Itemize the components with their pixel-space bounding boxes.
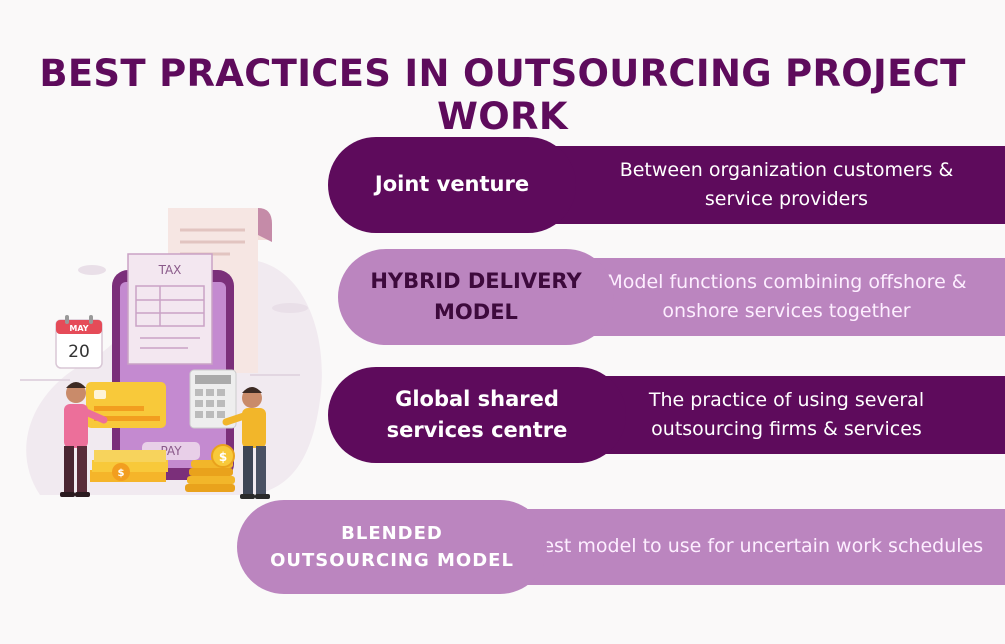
coin-stack-icon: $ <box>185 444 235 492</box>
practice-name: Joint venture <box>328 137 576 233</box>
page-title: BEST PRACTICES IN OUTSOURCING PROJECT WO… <box>39 52 966 138</box>
calculator-icon <box>189 369 237 429</box>
practice-hybrid-delivery-model: Model functions combining offshore & ons… <box>338 249 1005 345</box>
outsourcing-payment-illustration: TAX PAY MAY 20 <box>20 208 322 499</box>
cash-dollar-symbol: $ <box>118 468 125 479</box>
calendar-month: MAY <box>69 324 88 333</box>
practice-global-shared-services-centre: The practice of using several outsourcin… <box>328 367 1005 463</box>
calendar-icon: MAY 20 <box>55 315 103 369</box>
receipt-tax-label: TAX <box>158 263 182 277</box>
businessman-left-figure <box>60 382 108 497</box>
cash-stack-icon: $ <box>90 450 168 482</box>
practice-description: The best model to use for uncertain work… <box>467 509 1005 585</box>
practice-name: Global shared services centre <box>328 367 626 463</box>
practice-blended-outsourcing-model: The best model to use for uncertain work… <box>237 500 1005 594</box>
practice-name: HYBRID DELIVERY MODEL <box>338 249 614 345</box>
practice-joint-venture: Between organization customers & service… <box>328 137 1005 233</box>
credit-card-icon <box>86 382 166 428</box>
practice-name: BLENDED OUTSOURCING MODEL <box>237 500 547 594</box>
businessman-right-figure <box>222 387 270 499</box>
coin-dollar-symbol: $ <box>219 450 227 464</box>
calendar-day: 20 <box>68 342 90 362</box>
